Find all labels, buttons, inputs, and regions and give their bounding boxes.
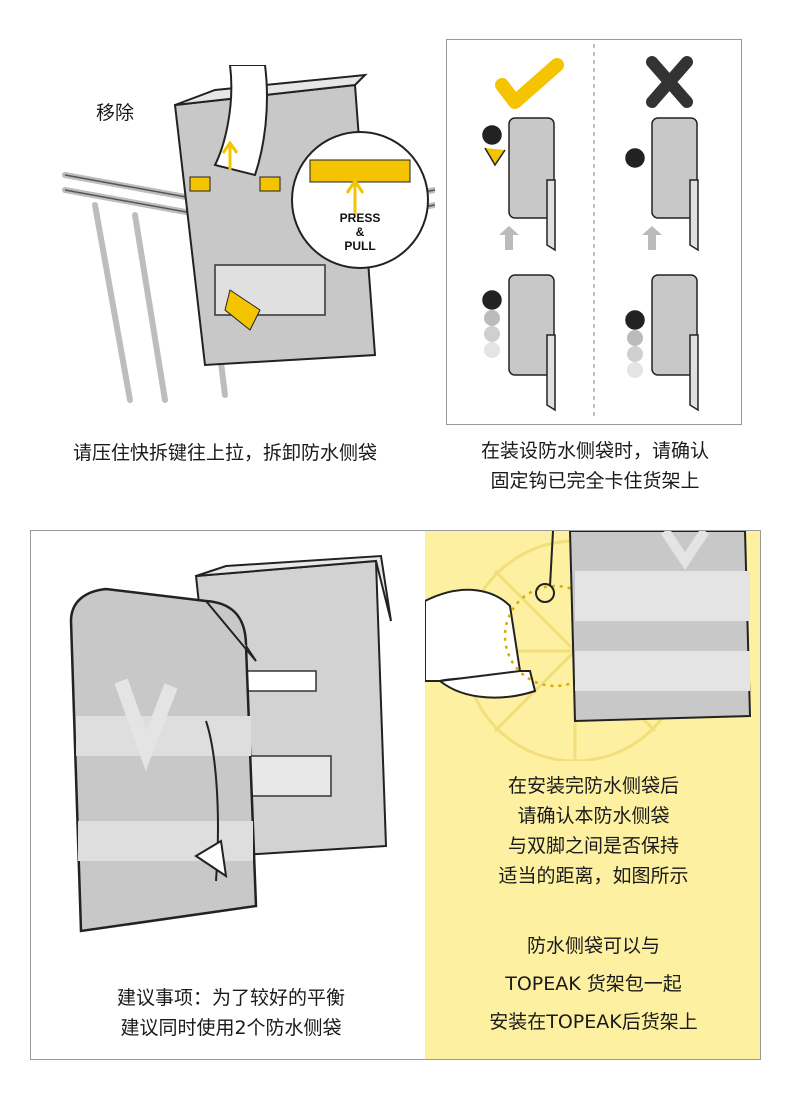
remove-label: 移除 <box>96 102 135 124</box>
para2-line2: TOPEAK 货架包一起 <box>505 973 682 995</box>
balance-advice-line2: 建议同时使用2个防水侧袋 <box>120 1017 342 1039</box>
balance-advice-line1: 建议事项：为了较好的平衡 <box>116 987 345 1009</box>
install-diagram <box>482 44 699 420</box>
para1-line1: 在安装完防水侧袋后 <box>507 775 679 797</box>
press-text: PRESS <box>339 211 381 225</box>
pull-text: PULL <box>344 239 376 253</box>
install-caption-line2: 固定钩已完全卡住货架上 <box>490 470 700 492</box>
para1-line3: 与双脚之间是否保持 <box>507 835 679 857</box>
balance-advice: 建议事项：为了较好的平衡 建议同时使用2个防水侧袋 <box>51 983 411 1043</box>
para1-line2: 请确认本防水侧袋 <box>517 805 670 827</box>
para2-line3: 安装在TOPEAK后货架上 <box>489 1011 698 1033</box>
bottom-panel: 在安装完防水侧袋后 请确认本防水侧袋 与双脚之间是否保持 适当的距离，如图所示 … <box>30 530 761 1060</box>
compatibility-text: 防水侧袋可以与 TOPEAK 货架包一起 安装在TOPEAK后货架上 <box>425 927 760 1041</box>
check-icon <box>495 58 564 109</box>
foot-clearance-area: 在安装完防水侧袋后 请确认本防水侧袋 与双脚之间是否保持 适当的距离，如图所示 … <box>425 531 760 1059</box>
remove-illustration <box>62 65 435 403</box>
foot-clearance-text: 在安装完防水侧袋后 请确认本防水侧袋 与双脚之间是否保持 适当的距离，如图所示 <box>425 771 760 891</box>
cross-icon <box>646 56 693 108</box>
install-caption-line1: 在装设防水侧袋时，请确认 <box>480 440 709 462</box>
remove-caption: 请压住快拆键往上拉，拆卸防水侧袋 <box>72 442 377 464</box>
install-caption: 在装设防水侧袋时，请确认 固定钩已完全卡住货架上 <box>440 436 750 496</box>
two-bags-illustration <box>69 554 392 933</box>
para2-line1: 防水侧袋可以与 <box>526 935 660 957</box>
press-pull-label: PRESS & PULL <box>330 211 390 253</box>
remove-section: 移除 PRESS & PULL 请 <box>0 0 440 500</box>
install-check-panel <box>446 39 742 425</box>
foot-clearance-illustration <box>425 531 752 761</box>
amp-text: & <box>355 225 365 239</box>
para1-line4: 适当的距离，如图所示 <box>498 865 689 887</box>
